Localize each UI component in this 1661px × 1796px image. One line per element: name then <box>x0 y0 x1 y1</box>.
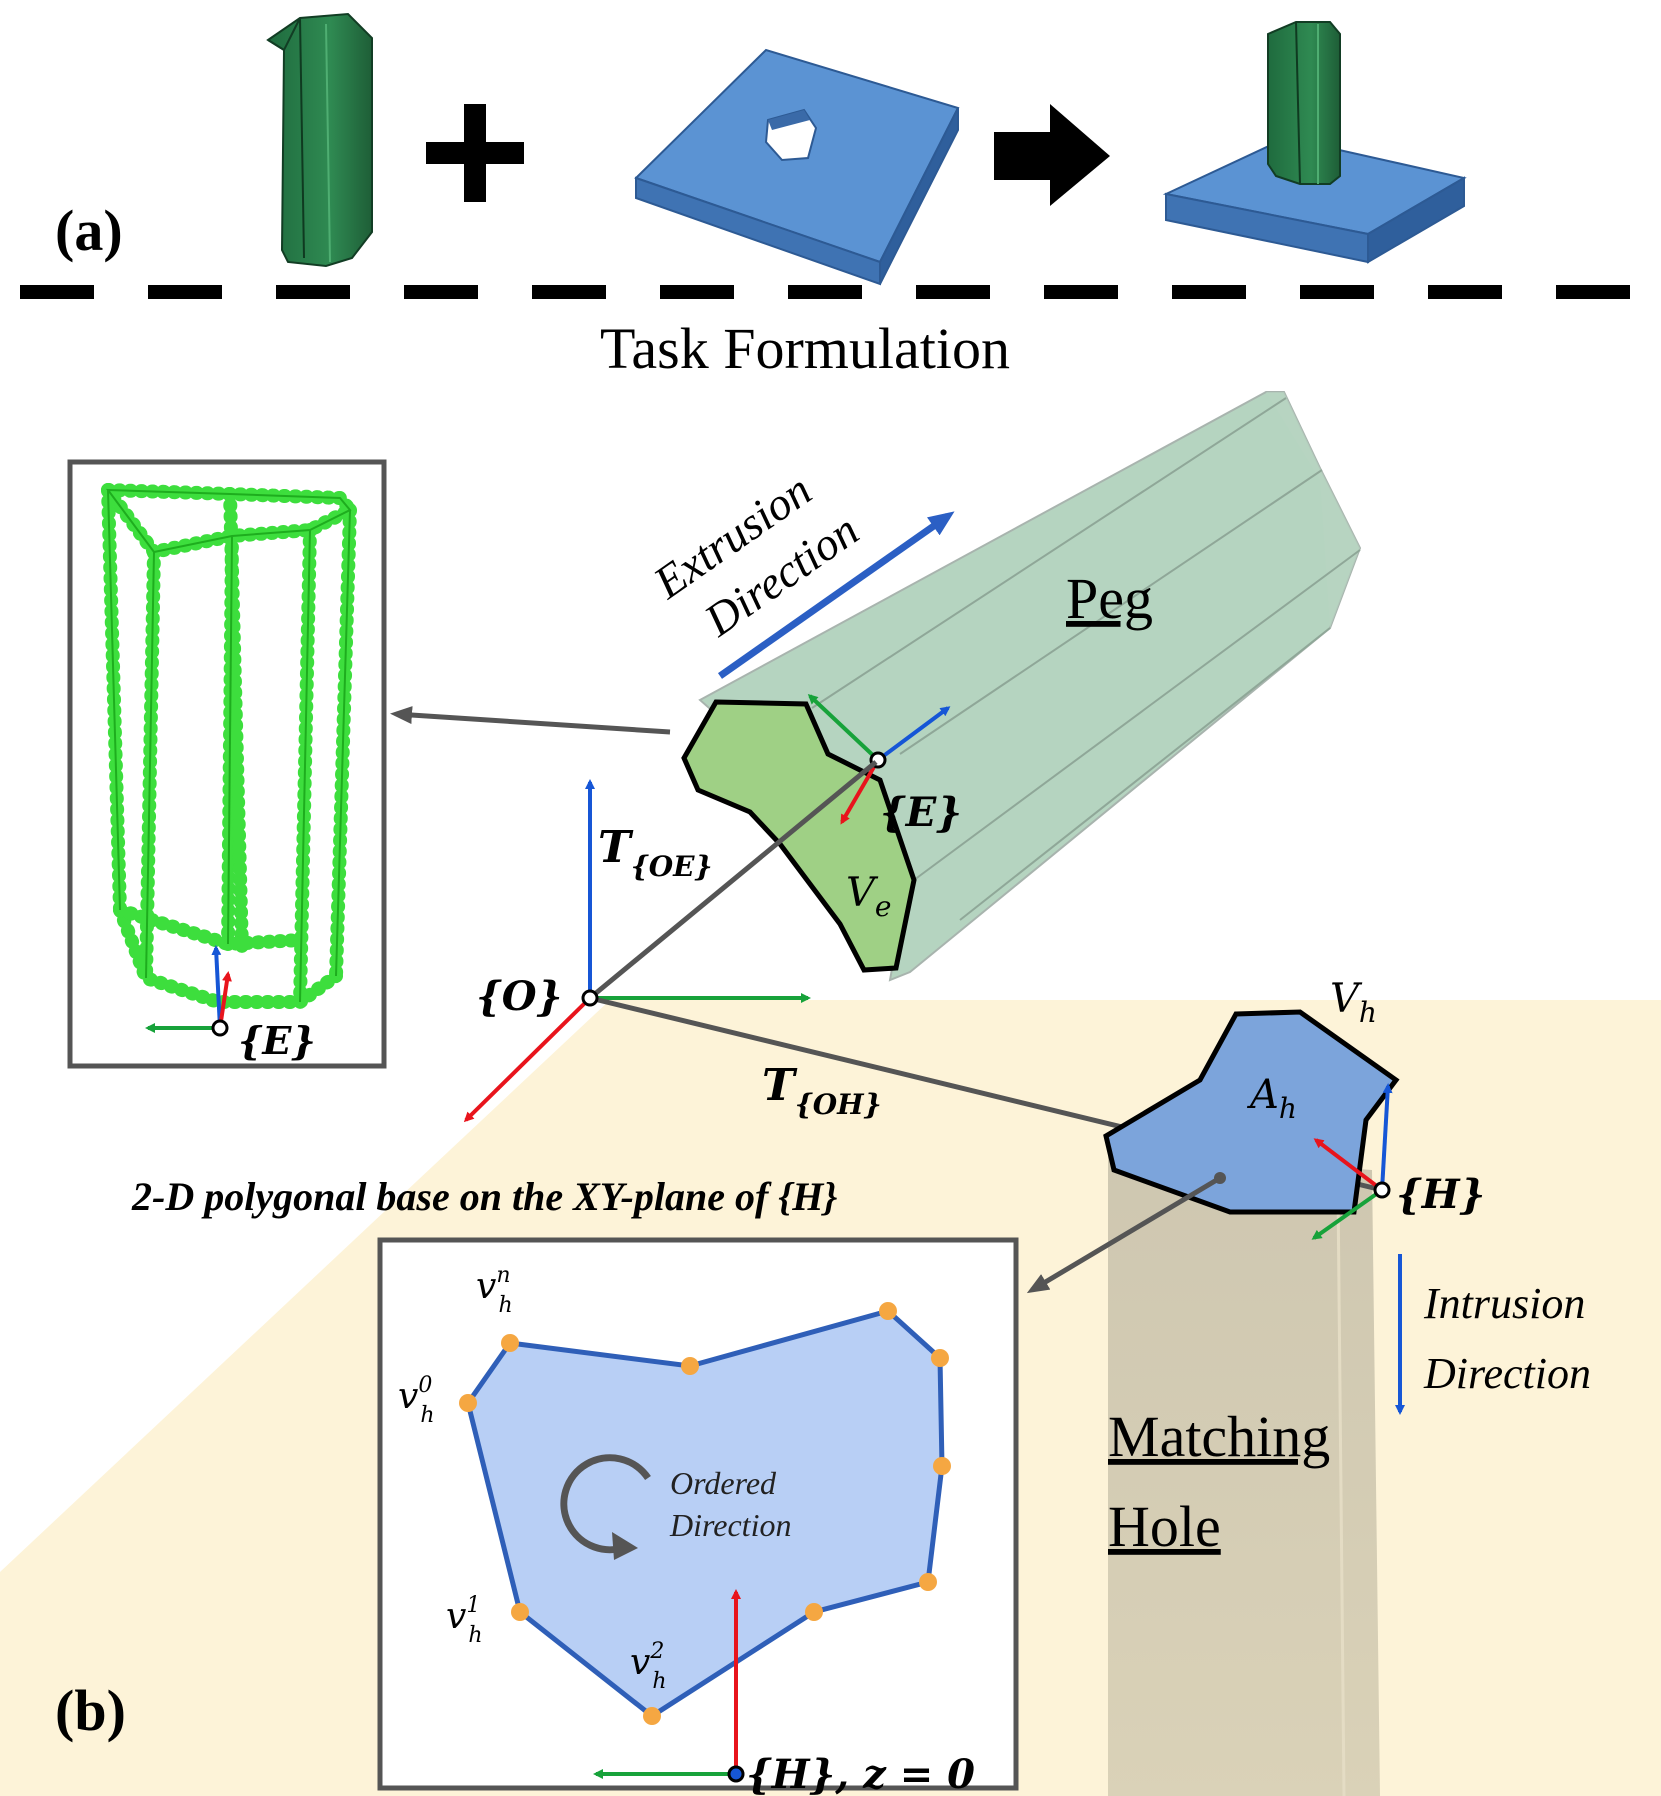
hole-label-line2: Hole <box>1108 1494 1221 1559</box>
frame-E-axes <box>807 693 951 825</box>
panel-a-label: (a) <box>55 198 123 263</box>
hole-polygon-Vh <box>1103 1009 1400 1215</box>
peg-3d-icon <box>266 12 373 268</box>
T-OE-line <box>588 760 878 1000</box>
ordered-direction-arrow <box>560 1454 651 1554</box>
hole-shaft <box>1108 1150 1380 1796</box>
intrusion-label-line1: Intrusion <box>1423 1279 1585 1328</box>
frame-O-axes <box>463 779 811 1123</box>
frame-E-label: {E} <box>880 789 962 836</box>
inset-frame-H-label: {H}, z = 0 <box>746 1751 975 1796</box>
point-cloud-inset: {E} <box>67 459 387 1069</box>
panel-b-label: (b) <box>55 1678 126 1743</box>
assembled-peg-hole-icon <box>1162 21 1467 264</box>
pointer-to-point-cloud <box>390 706 671 735</box>
T-OE-label: T{OE} <box>598 822 713 883</box>
section-title: Task Formulation <box>600 316 1010 381</box>
polygon-vertices <box>459 1302 951 1725</box>
hole-label-line1: Matching <box>1108 1404 1330 1469</box>
polygon-caption: 2-D polygonal base on the XY-plane of {H… <box>131 1174 837 1219</box>
plus-icon <box>426 104 524 202</box>
frame-H-label: {H} <box>1396 1171 1485 1218</box>
Ah-label: Ah <box>1246 1072 1297 1125</box>
Vh-label: Vh <box>1330 976 1377 1029</box>
pointer-to-polygon-inset <box>1026 1175 1222 1294</box>
result-arrow-icon <box>994 104 1110 206</box>
frame-H-axes <box>1311 1083 1393 1240</box>
Ve-label: Ve <box>846 870 891 923</box>
plate-with-hole-icon <box>634 48 960 286</box>
ordered-label-line1: Ordered <box>670 1465 777 1501</box>
panel-a: (a) Task Formulation <box>20 12 1640 381</box>
T-OH-label: T{OH} <box>762 1060 882 1121</box>
peg-label: Peg <box>1066 566 1153 631</box>
extrusion-direction-arrow <box>717 511 955 679</box>
panel-b: Extrusion Direction Peg {E} Ve {O} T{OE}… <box>0 391 1661 1796</box>
ordered-label-line2: Direction <box>669 1507 791 1543</box>
frame-O-label: {O} <box>476 973 562 1020</box>
peg-cross-section-Ve <box>681 699 917 973</box>
intrusion-label-line2: Direction <box>1423 1349 1591 1398</box>
frame-E-inset-label: {E} <box>238 1018 316 1063</box>
frame-O-origin <box>581 989 599 1007</box>
